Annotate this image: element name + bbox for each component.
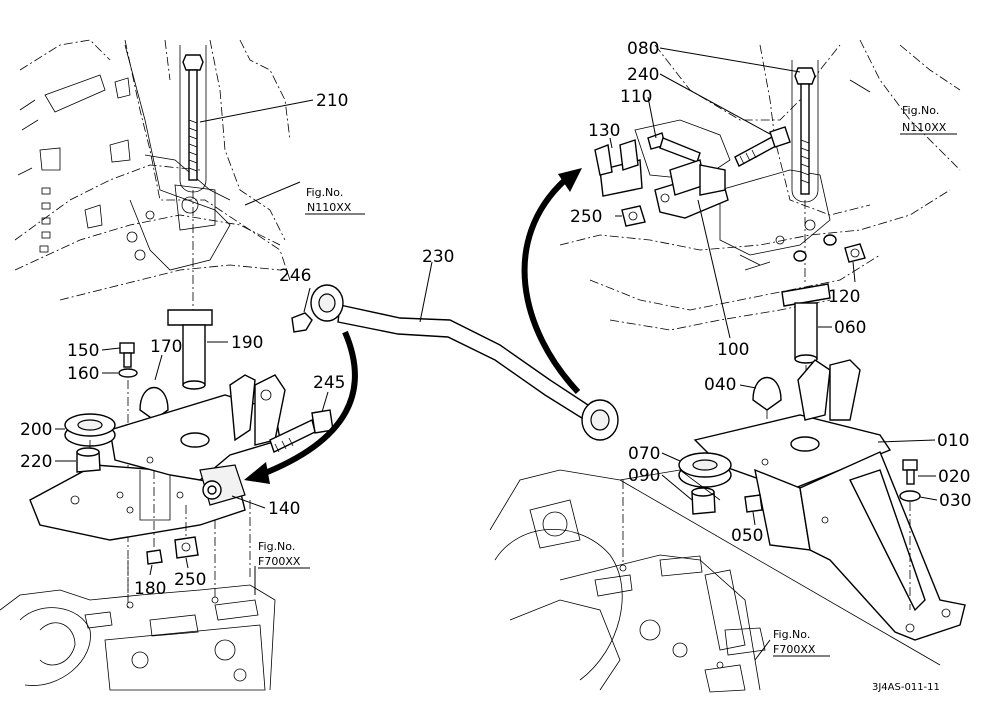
callout-140: 140 [268,499,300,519]
fig-ref-code: F700XX [773,643,816,656]
bolt-020 [899,459,921,610]
bolt-210 [179,45,207,320]
callout-090: 090 [628,466,660,486]
nut-120 [793,234,866,263]
pin-060 [781,283,831,440]
fig-ref-code: N110XX [307,201,352,214]
assembly-arrow-right [521,177,581,395]
leader-lines [55,47,957,661]
callout-labels: 210 246 230 150 170 190 160 245 200 220 … [20,39,971,599]
nut-180 [146,470,163,565]
cone-040 [752,376,782,462]
callout-030: 030 [939,491,971,511]
callout-180: 180 [134,579,166,599]
nut-250-left [174,505,199,559]
callout-245: 245 [313,373,345,393]
bracket-right [693,359,966,641]
callout-010: 010 [937,431,969,451]
nut-050 [744,494,763,513]
fig-ref-label: Fig.No. [258,540,295,553]
callout-250-left: 250 [174,570,206,590]
bolt-080 [791,60,819,285]
callout-200: 200 [20,420,52,440]
alignment-line [619,479,941,666]
callout-020: 020 [938,467,970,487]
assembly-arrow-left [258,330,358,478]
bracket-left [29,374,286,541]
callout-120: 120 [828,287,860,307]
callout-150: 150 [67,341,99,361]
fig-ref-label: Fig.No. [773,628,810,641]
nut-220 [76,447,101,473]
assembly-arrow-left-head [244,462,270,484]
nut-250-right [621,205,646,227]
callout-040: 040 [704,375,736,395]
fig-ref-left-lower: Fig.No. F700XX [258,540,301,568]
fig-ref-code: F700XX [258,555,301,568]
bracket-100 [654,159,729,219]
callout-190: 190 [231,333,263,353]
bolt-240 [734,126,791,167]
callout-240: 240 [627,65,659,85]
drawing-code: 3J4AS-011-11 [872,682,940,693]
bolt-245 [269,409,334,453]
callout-230: 230 [422,247,454,267]
callout-210: 210 [316,91,348,111]
callout-080: 080 [627,39,659,59]
fig-ref-label: Fig.No. [902,104,939,117]
mount-200 [64,413,116,470]
left-frame-outline [14,39,291,301]
callout-110: 110 [620,87,652,107]
callout-160: 160 [67,364,99,384]
left-axle-housing [0,500,276,691]
callout-050: 050 [731,526,763,546]
assembly-arrow-right-head [558,168,582,192]
fig-ref-right-lower: Fig.No. F700XX [773,628,816,656]
mount-070 [678,452,732,488]
fig-ref-code: N110XX [902,121,947,134]
fig-ref-right-upper: Fig.No. N110XX [902,104,947,134]
nut-090 [691,487,716,515]
callout-060: 060 [834,318,866,338]
callout-100: 100 [717,340,749,360]
callout-170: 170 [150,337,182,357]
callout-246: 246 [279,266,311,286]
callout-130: 130 [588,121,620,141]
stay-230 [291,284,619,441]
fig-ref-left-upper: Fig.No. N110XX [306,186,352,214]
callout-070: 070 [628,444,660,464]
callout-220: 220 [20,452,52,472]
fig-ref-label: Fig.No. [306,186,343,199]
pin-190 [167,309,213,390]
callout-250-right: 250 [570,207,602,227]
bracket-130 [594,139,643,197]
right-axle-housing [489,469,766,693]
